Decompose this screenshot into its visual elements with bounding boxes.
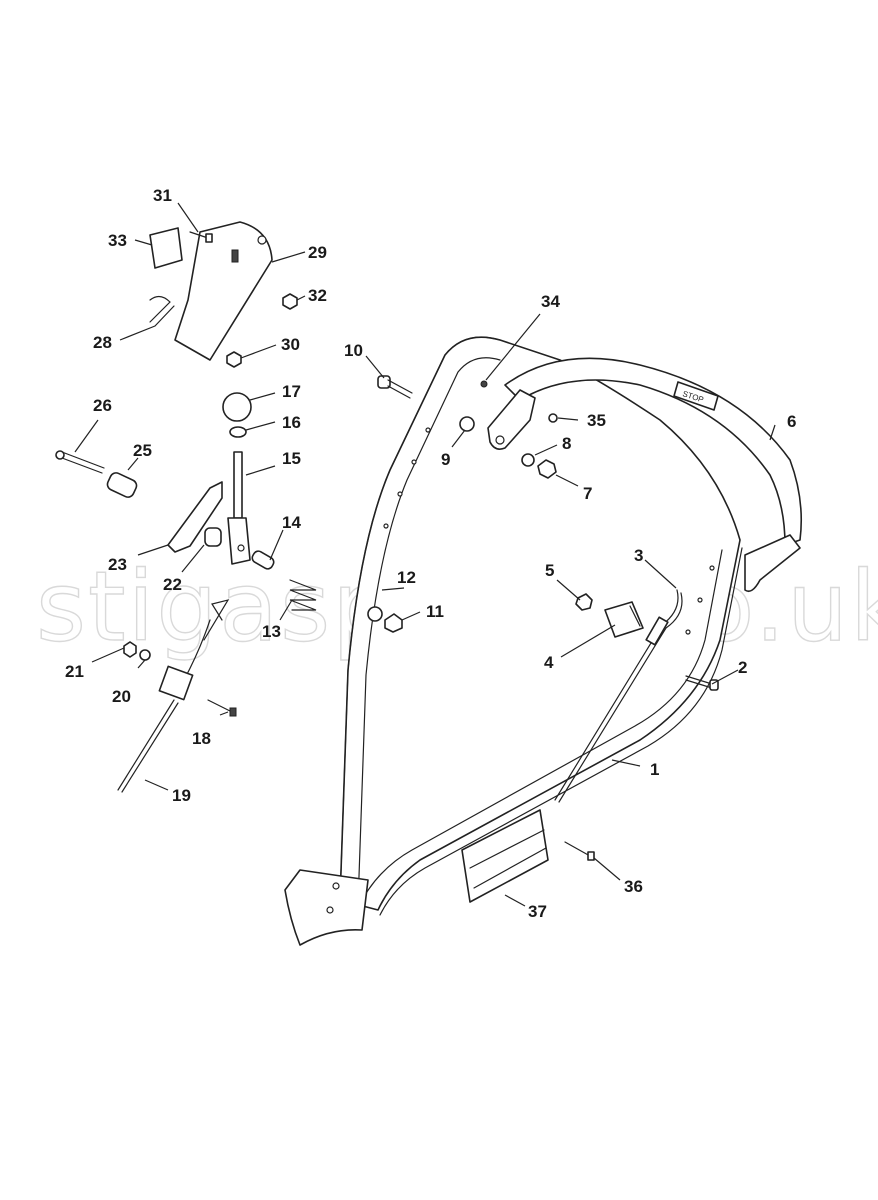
callout-25: 25 xyxy=(133,441,152,460)
part-7-nut xyxy=(537,459,557,479)
callout-5: 5 xyxy=(545,561,554,580)
part-2-bolt xyxy=(685,675,719,691)
callout-10: 10 xyxy=(344,341,363,360)
part-32-nut xyxy=(282,293,298,310)
callout-15: 15 xyxy=(282,449,301,468)
callout-36: 36 xyxy=(624,877,643,896)
callout-6: 6 xyxy=(787,412,796,431)
part-1-handle-frame xyxy=(284,336,743,946)
callout-31: 31 xyxy=(153,186,172,205)
callout-1: 1 xyxy=(650,760,659,779)
callout-29: 29 xyxy=(308,243,327,262)
part-25-spacer xyxy=(106,472,138,498)
part-22-bushing xyxy=(204,527,222,547)
callout-35: 35 xyxy=(587,411,606,430)
part-28-hook xyxy=(149,295,175,327)
callout-3: 3 xyxy=(634,546,643,565)
callout-14: 14 xyxy=(282,513,301,532)
part-6-bail-bar: STOP xyxy=(504,357,802,593)
part-9-spacer xyxy=(459,416,475,432)
part-14-pin xyxy=(251,550,275,570)
callout-12: 12 xyxy=(397,568,416,587)
part-17-knob xyxy=(222,392,252,422)
callout-20: 20 xyxy=(112,687,131,706)
part-10-bolt xyxy=(377,375,413,399)
part-13-spring xyxy=(289,579,317,611)
part-30-nut xyxy=(226,351,242,368)
callout-9: 9 xyxy=(441,450,450,469)
part-33-clip xyxy=(149,227,183,269)
callout-30: 30 xyxy=(281,335,300,354)
part-26-bolt xyxy=(55,450,105,474)
part-34-bracket xyxy=(487,389,536,450)
part-36-screw xyxy=(564,841,595,861)
part-3-cable xyxy=(554,589,683,803)
callout-23: 23 xyxy=(108,555,127,574)
callout-37: 37 xyxy=(528,902,547,921)
callout-33: 33 xyxy=(108,231,127,250)
callout-2: 2 xyxy=(738,658,747,677)
part-34-screw xyxy=(480,380,488,388)
callout-16: 16 xyxy=(282,413,301,432)
callout-13: 13 xyxy=(262,622,281,641)
part-15-rod xyxy=(227,451,251,565)
part-37-cover xyxy=(461,809,549,903)
part-19-cable xyxy=(117,599,230,793)
part-12-washer xyxy=(367,606,383,622)
callout-18: 18 xyxy=(192,729,211,748)
part-8-washer xyxy=(521,453,535,467)
part-31-screw xyxy=(189,231,213,243)
part-21-nut xyxy=(123,641,137,658)
callout-19: 19 xyxy=(172,786,191,805)
leader-lines xyxy=(74,202,776,907)
callout-8: 8 xyxy=(562,434,571,453)
part-23-bracket xyxy=(167,481,223,553)
part-20-washer xyxy=(139,649,151,661)
callout-11: 11 xyxy=(426,602,444,621)
callout-labels: 1 2 3 4 5 6 7 8 9 10 11 12 13 14 15 16 1… xyxy=(65,186,796,921)
part-4-cable-clip xyxy=(604,601,644,638)
callout-17: 17 xyxy=(282,382,301,401)
part-16-washer xyxy=(229,426,247,438)
callout-4: 4 xyxy=(544,653,554,672)
callout-26: 26 xyxy=(93,396,112,415)
part-5-nut xyxy=(575,593,593,611)
callout-22: 22 xyxy=(163,575,182,594)
callout-7: 7 xyxy=(583,484,592,503)
part-35-washer xyxy=(548,413,558,423)
callout-34: 34 xyxy=(541,292,560,311)
callout-21: 21 xyxy=(65,662,84,681)
part-18-screw xyxy=(207,699,237,717)
callout-32: 32 xyxy=(308,286,327,305)
part-11-nut xyxy=(384,613,403,633)
part-29-lever-plate xyxy=(174,221,273,361)
callout-28: 28 xyxy=(93,333,112,352)
